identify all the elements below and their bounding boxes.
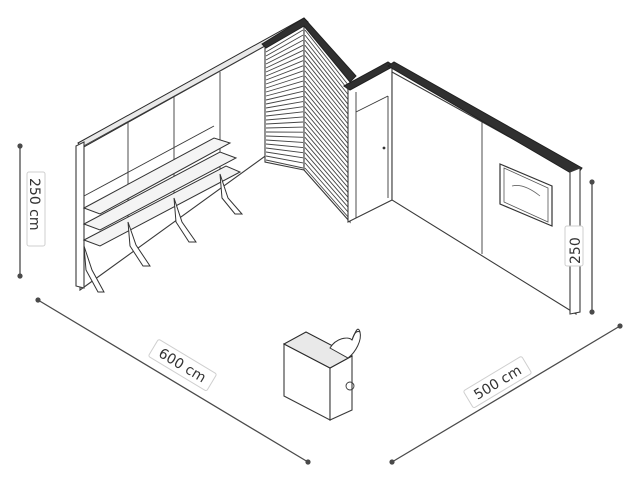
height-left-label: 250 cm <box>26 178 42 231</box>
slat-line <box>304 121 350 175</box>
slat-line <box>265 155 304 164</box>
slat-line <box>304 137 350 189</box>
slat-line <box>304 116 350 170</box>
slat-line <box>304 70 350 126</box>
slat-line <box>265 50 304 69</box>
slat-line <box>265 116 304 121</box>
slat-line <box>304 101 350 155</box>
slat-line <box>265 34 304 57</box>
slat-line <box>304 111 350 165</box>
slat-line <box>304 157 350 209</box>
slat-line <box>265 85 304 97</box>
shelf-row-2 <box>82 151 238 231</box>
slat-line <box>304 167 350 219</box>
slat-line <box>265 151 304 159</box>
slat-line <box>265 121 304 125</box>
slat-line <box>304 34 350 92</box>
shelf-bracket-3 <box>173 197 197 243</box>
slat-line <box>304 142 350 194</box>
height-right-label: 250 <box>568 237 584 264</box>
slat-line <box>265 126 304 129</box>
dimension-height-left: 250 cm <box>17 143 46 279</box>
slat-line <box>304 50 350 106</box>
slat-line <box>304 106 350 160</box>
slat-line <box>265 75 304 89</box>
slat-line <box>304 152 350 204</box>
shelf-bracket-2 <box>127 221 151 267</box>
slat-line <box>265 65 304 81</box>
slat-line <box>304 147 350 199</box>
slat-line <box>265 39 304 61</box>
dimension-depth: 500 cm <box>389 323 623 465</box>
reception-counter <box>282 331 355 421</box>
slat-line <box>265 70 304 85</box>
shelf-row-1 <box>82 137 232 215</box>
slat-line <box>265 159 304 169</box>
slat-line <box>265 139 304 143</box>
back-right-wall <box>387 61 583 315</box>
slat-line <box>304 162 350 214</box>
shelf-bracket-1 <box>83 245 105 293</box>
slat-line <box>304 39 350 97</box>
slat-line <box>304 85 350 141</box>
slat-line <box>265 147 304 154</box>
slat-line <box>265 55 304 73</box>
slatted-wall <box>261 17 357 224</box>
slat-line <box>304 131 350 185</box>
slat-line <box>265 96 304 105</box>
storage-room <box>343 61 395 223</box>
bar-chair <box>329 328 361 359</box>
slat-line <box>304 55 350 111</box>
slat-line <box>265 60 304 77</box>
shelf-bracket-4 <box>219 173 244 215</box>
slat-line <box>265 143 304 149</box>
slat-line <box>304 29 350 87</box>
slat-line <box>265 80 304 93</box>
slat-line <box>304 80 350 136</box>
slat-line <box>304 126 350 180</box>
dimension-height-right: 250 <box>564 179 595 315</box>
slat-line <box>265 29 304 53</box>
slat-line <box>265 90 304 101</box>
dimension-width: 600 cm <box>35 297 311 465</box>
slat-line <box>265 135 304 138</box>
slat-line <box>304 45 350 101</box>
slat-line <box>304 96 350 150</box>
slat-line <box>265 111 304 117</box>
slat-line <box>265 106 304 113</box>
slat-line <box>304 91 350 145</box>
slat-line <box>265 101 304 109</box>
slat-line <box>304 65 350 121</box>
slat-line <box>304 60 350 116</box>
wall-monitor <box>499 163 553 227</box>
slat-line <box>304 75 350 131</box>
shelving-unit <box>82 125 244 293</box>
slat-line <box>265 44 304 65</box>
shelf-row-3 <box>82 165 242 247</box>
